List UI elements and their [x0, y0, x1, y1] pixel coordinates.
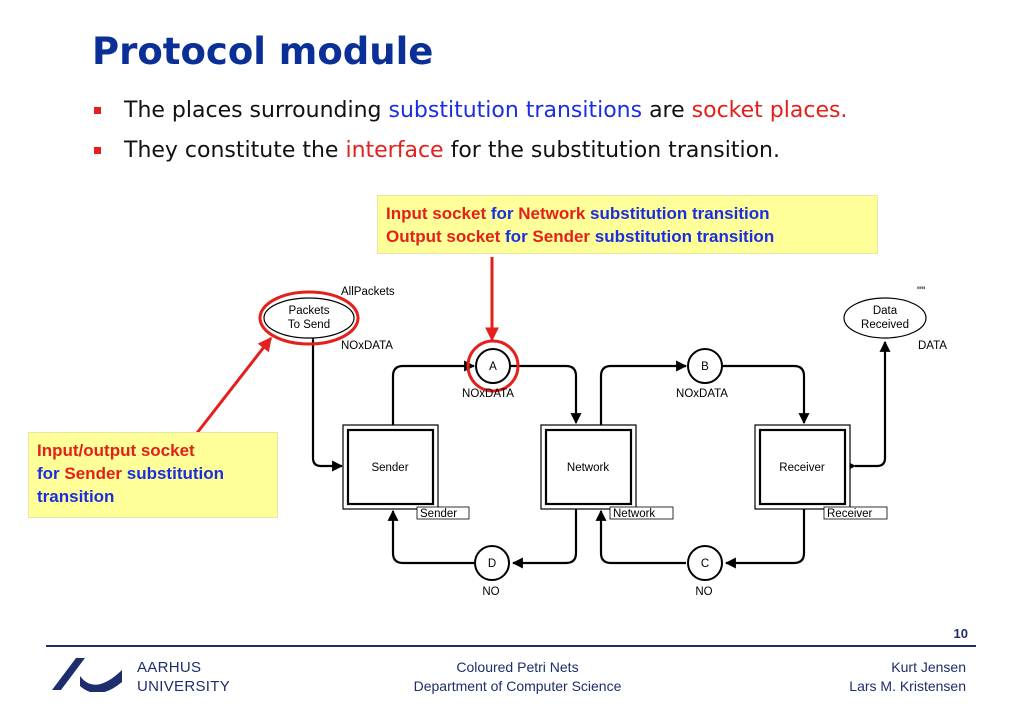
bullet-text: for the substitution transition. — [443, 138, 780, 163]
callout-text: substitution — [122, 464, 225, 483]
footer-divider — [46, 645, 976, 647]
arc-c-network — [595, 509, 686, 565]
callout-line: transition — [37, 487, 115, 506]
place-a: A — [475, 348, 511, 384]
socket-highlight-ring — [258, 290, 360, 346]
transition-sender: Sender Sender — [342, 424, 470, 520]
arc-receiver-data — [845, 340, 891, 472]
authors: Kurt Jensen Lars M. Kristensen — [770, 658, 966, 696]
place-c: C — [687, 545, 723, 581]
bullet-highlight: socket places. — [691, 98, 848, 123]
arc-network-d — [511, 508, 578, 569]
place-label: C — [701, 558, 709, 570]
subpage-tag: Receiver — [827, 508, 873, 520]
course-line: Department of Computer Science — [413, 678, 622, 694]
callout-term: Input socket — [386, 204, 487, 223]
callout-text: for — [486, 204, 519, 223]
callout-term: Network — [518, 204, 586, 223]
initial-marking-label: "" — [917, 286, 925, 298]
arcs — [307, 330, 891, 569]
aarhus-university-logo-icon — [52, 658, 122, 692]
transition-receiver: Receiver Receiver — [754, 424, 888, 520]
callout-text: substitution transition — [590, 227, 775, 246]
callout-sender-socket: Input/output socket for Sender substitut… — [28, 432, 278, 518]
place-label: Data — [873, 305, 898, 317]
arc-a-network — [511, 364, 582, 425]
bullet-square-icon — [94, 107, 101, 114]
bullet-text: are — [642, 98, 692, 123]
place-packets-to-send: Packets To Send — [263, 297, 355, 339]
arc-packets-sender — [307, 330, 344, 472]
callout-line: for Sender substitution — [37, 462, 269, 485]
callout-line: Input socket for Network substitution tr… — [386, 202, 869, 225]
colour-set-label: NO — [482, 586, 499, 598]
colour-set-label: NOxDATA — [462, 388, 514, 400]
colour-set-label: NOxDATA — [676, 388, 728, 400]
university-line: UNIVERSITY — [137, 678, 231, 695]
bullet-item: The places surrounding substitution tran… — [92, 98, 847, 138]
bullet-text: The places surrounding — [124, 98, 389, 123]
author-name: Kurt Jensen — [891, 659, 966, 675]
course-info: Coloured Petri Nets Department of Comput… — [375, 658, 660, 696]
subpage-tag: Network — [613, 508, 655, 520]
transition-network: Network Network — [540, 424, 674, 520]
arc-receiver-c — [724, 508, 806, 569]
transition-label: Network — [567, 462, 609, 474]
place-b: B — [687, 348, 723, 384]
arc-b-receiver — [723, 364, 810, 425]
callout-text: substitution transition — [585, 204, 770, 223]
colour-set-label: NOxDATA — [341, 340, 393, 352]
bullet-highlight: interface — [345, 138, 444, 163]
arc-sender-a — [391, 360, 476, 426]
callout-term: Sender — [532, 227, 591, 246]
transition-label: Receiver — [779, 462, 825, 474]
callout-network-socket: Input socket for Network substitution tr… — [377, 195, 878, 254]
callout-text: for — [500, 227, 533, 246]
callout-term: Sender — [64, 464, 123, 483]
university-name: AARHUS UNIVERSITY — [137, 658, 230, 696]
callout-line: Input/output socket — [37, 441, 195, 460]
place-label: B — [701, 361, 709, 373]
initial-marking-label: AllPackets — [341, 286, 395, 298]
arc-d-sender — [387, 509, 474, 565]
place-d: D — [474, 545, 510, 581]
callout-line: Output socket for Sender substitution tr… — [386, 225, 869, 248]
callout-text: for — [37, 464, 65, 483]
subpage-tag: Sender — [420, 508, 457, 520]
place-data-received: Data Received — [843, 297, 927, 339]
place-label: D — [488, 558, 496, 570]
place-label: A — [489, 361, 497, 373]
page-title: Protocol module — [92, 30, 434, 73]
callout-term: Output socket — [386, 227, 501, 246]
colour-set-label: DATA — [918, 340, 947, 352]
place-label: Received — [861, 319, 909, 331]
bullet-square-icon — [94, 147, 101, 154]
author-name: Lars M. Kristensen — [849, 678, 966, 694]
bullet-highlight: substitution transitions — [388, 98, 643, 123]
transition-label: Sender — [371, 462, 408, 474]
colour-set-label: NO — [695, 586, 712, 598]
pointer-arrow-to-packets — [195, 336, 273, 434]
place-label: To Send — [288, 319, 330, 331]
bullet-list: The places surrounding substitution tran… — [92, 98, 847, 178]
page-number: 10 — [953, 626, 968, 641]
arc-network-b — [599, 360, 688, 426]
bullet-item: They constitute the interface for the su… — [92, 138, 847, 178]
course-line: Coloured Petri Nets — [456, 659, 579, 675]
place-label: Packets — [289, 305, 330, 317]
university-line: AARHUS — [137, 659, 202, 676]
bullet-text: They constitute the — [124, 138, 346, 163]
